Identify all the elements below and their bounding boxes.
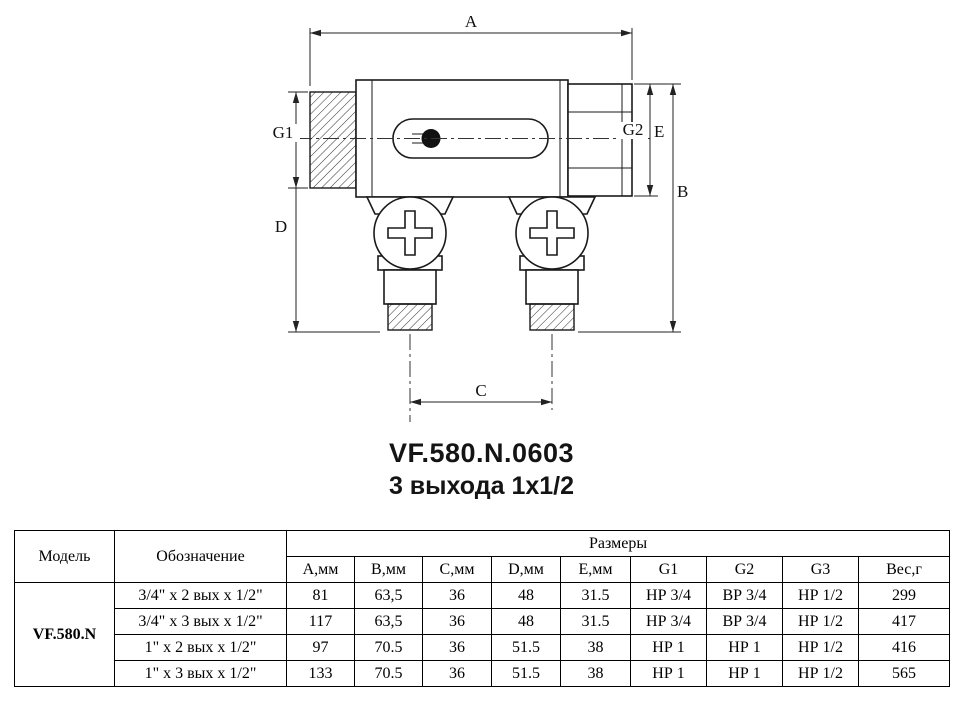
- header-model: Модель: [14, 530, 115, 583]
- table-cell: 36: [422, 608, 492, 635]
- dim-label-g2: G2: [623, 120, 644, 139]
- dim-label-a: A: [465, 12, 478, 31]
- product-code: VF.580.N.0603: [388, 438, 575, 468]
- dimension-g2: G2: [618, 120, 648, 139]
- dimension-e: E: [634, 83, 681, 197]
- table-cell: 416: [857, 634, 951, 661]
- table-cell: 31.5: [560, 608, 631, 635]
- manifold-technical-drawing: A E B G2: [266, 12, 689, 422]
- table-cell: НР 1: [706, 660, 783, 687]
- table-cell: 36: [422, 634, 492, 661]
- table-cell: 565: [857, 660, 951, 687]
- table-cell: 417: [857, 608, 951, 635]
- designation-cell: 1" х 2 вых х 1/2": [114, 634, 287, 661]
- outlet-valve-right: [507, 196, 597, 331]
- table-cell: НР 1/2: [782, 660, 859, 687]
- table-cell: НР 1/2: [782, 582, 859, 609]
- table-cell: 38: [560, 660, 631, 687]
- header-col-g1: G1: [630, 556, 707, 583]
- outlet-thread-right: [529, 303, 575, 331]
- table-row: 1" х 3 вых х 1/2" 133 70.5 36 51.5 38 НР…: [15, 660, 951, 687]
- valve-cross-left: [387, 210, 433, 256]
- table-row: VF.580.N 3/4" х 2 вых х 1/2" 81 63,5 36 …: [14, 582, 951, 687]
- header-col-g3: G3: [782, 556, 859, 583]
- table-cell: 133: [286, 660, 355, 687]
- table-cell: 70.5: [354, 634, 423, 661]
- valve-cross-right: [529, 210, 575, 256]
- table-cell: 63,5: [354, 582, 423, 609]
- centerlines: [296, 138, 650, 422]
- table-cell: 299: [857, 582, 951, 609]
- dimension-g1-d: G1 D: [266, 91, 380, 333]
- dimension-b: B: [578, 84, 688, 333]
- table-cell: 48: [491, 582, 561, 609]
- hex-nut-right: [567, 83, 633, 197]
- title-block: VF.580.N.0603 3 выхода 1x1/2: [0, 436, 963, 502]
- model-name-cell: VF.580.N: [14, 582, 115, 687]
- header-col-d: D,мм: [491, 556, 561, 583]
- table-row: 1" х 2 вых х 1/2" 97 70.5 36 51.5 38 НР …: [15, 634, 951, 661]
- table-cell: 36: [422, 582, 492, 609]
- table-cell: НР 1: [706, 634, 783, 661]
- dimension-c: C: [410, 381, 552, 406]
- product-subtitle: 3 выхода 1x1/2: [388, 472, 575, 500]
- technical-drawing-area: A E B G2: [266, 12, 689, 422]
- table-cell: 36: [422, 660, 492, 687]
- table-cell: НР 1: [630, 634, 707, 661]
- outlet-thread-left: [387, 303, 433, 331]
- table-cell: 38: [560, 634, 631, 661]
- header-designation: Обозначение: [114, 530, 287, 583]
- dim-label-g1: G1: [273, 123, 294, 142]
- designation-cell: 3/4" х 2 вых х 1/2": [114, 582, 287, 609]
- designation-cell: 3/4" х 3 вых х 1/2": [114, 608, 287, 635]
- dimension-a: A: [309, 12, 633, 86]
- header-col-a: А,мм: [286, 556, 355, 583]
- table-cell: 31.5: [560, 582, 631, 609]
- dim-label-e: E: [654, 122, 664, 141]
- table-header-row-1: Модель Обозначение Размеры: [14, 530, 951, 583]
- header-col-c: С,мм: [422, 556, 492, 583]
- header-col-weight: Вес,г: [857, 556, 951, 583]
- table-cell: 48: [491, 608, 561, 635]
- outlet-valve-left: [365, 196, 455, 331]
- header-col-b: В,мм: [354, 556, 423, 583]
- table-cell: 51.5: [491, 660, 561, 687]
- table-cell: 97: [286, 634, 355, 661]
- header-col-g2: G2: [706, 556, 783, 583]
- dim-label-d: D: [275, 217, 287, 236]
- dimensions-table: Модель Обозначение Размеры А,мм В,мм С,м…: [14, 530, 951, 687]
- dim-label-b: B: [677, 182, 688, 201]
- table-cell: 70.5: [354, 660, 423, 687]
- header-dimensions-group: Размеры: [285, 530, 951, 557]
- table-cell: НР 1: [630, 660, 707, 687]
- table-row: 3/4" х 3 вых х 1/2" 117 63,5 36 48 31.5 …: [15, 608, 951, 635]
- table-cell: ВР 3/4: [706, 608, 783, 635]
- table-cell: НР 1/2: [782, 608, 859, 635]
- table-cell: НР 3/4: [630, 608, 707, 635]
- table-cell: 51.5: [491, 634, 561, 661]
- dim-label-c: C: [475, 381, 486, 400]
- table-cell: ВР 3/4: [706, 582, 783, 609]
- header-col-e: Е,мм: [560, 556, 631, 583]
- table-cell: НР 3/4: [630, 582, 707, 609]
- table-cell: 63,5: [354, 608, 423, 635]
- table-cell: 117: [286, 608, 355, 635]
- table-cell: 81: [286, 582, 355, 609]
- table-cell: НР 1/2: [782, 634, 859, 661]
- designation-cell: 1" х 3 вых х 1/2": [114, 660, 287, 687]
- male-thread-left: [309, 91, 357, 189]
